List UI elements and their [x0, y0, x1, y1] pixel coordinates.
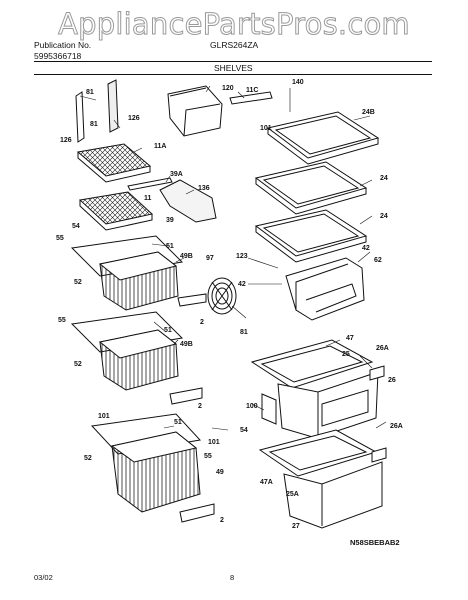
callout-42-b: 42: [238, 281, 246, 288]
callout-52-a: 52: [74, 279, 82, 286]
callout-52-c: 52: [84, 455, 92, 462]
callout-100: 100: [246, 403, 258, 410]
callout-25a: 25A: [286, 491, 299, 498]
callout-52-b: 52: [74, 361, 82, 368]
callout-55-a: 55: [56, 235, 64, 242]
callout-47a: 47A: [260, 479, 273, 486]
lower-drawer-27: [258, 429, 383, 529]
callout-62: 62: [374, 257, 382, 264]
publication-number: 5995366718: [34, 51, 82, 61]
callout-47: 47: [346, 335, 354, 342]
callout-26: 26: [388, 377, 396, 384]
callout-101-a: 101: [260, 125, 272, 132]
callout-101-c: 101: [208, 439, 220, 446]
callout-49: 49: [216, 469, 224, 476]
wire-shelf-11: [78, 191, 154, 231]
glass-shelf-24-upper: [254, 161, 368, 215]
callout-39a: 39A: [170, 171, 183, 178]
diagram-code: N58SBEBAB2: [350, 538, 400, 547]
callout-51-c: 51: [174, 419, 182, 426]
callout-42-a: 42: [362, 245, 370, 252]
fan-guard-97: [207, 277, 237, 315]
callout-140: 140: [292, 79, 304, 86]
callout-11: 11: [144, 195, 152, 202]
callout-54-a: 54: [72, 223, 80, 230]
publication-label: Publication No.: [34, 40, 92, 50]
callout-24-a: 24: [380, 175, 388, 182]
callout-51-b: 51: [164, 327, 172, 334]
callout-136: 136: [198, 185, 210, 192]
footer-page: 8: [230, 573, 235, 582]
bin-120: [167, 85, 223, 137]
wire-basket-49b-upper: [70, 235, 207, 311]
callout-39: 39: [166, 217, 174, 224]
callout-120: 120: [222, 85, 234, 92]
deli-drawer-47: [250, 339, 379, 439]
glass-shelf-24b: [266, 111, 380, 165]
section-title: SHELVES: [214, 63, 253, 73]
callout-55-b: 55: [58, 317, 66, 324]
callout-126-b: 126: [60, 137, 72, 144]
hinge-26a-lower: [371, 447, 387, 463]
header-rule-bottom: [34, 74, 432, 75]
hinge-26a-upper: [369, 365, 385, 381]
callout-126-a: 126: [128, 115, 140, 122]
part-136: [159, 179, 217, 223]
header-rule-top: [34, 61, 432, 62]
callout-25: 25: [342, 351, 350, 358]
crisper-drawer-62: [285, 257, 365, 321]
callout-11c: 11C: [246, 87, 258, 94]
callout-24b: 24B: [362, 109, 375, 116]
callout-81-a: 81: [86, 89, 94, 96]
callout-27: 27: [292, 523, 300, 530]
callout-2-a: 2: [200, 319, 204, 326]
callout-2-b: 2: [198, 403, 202, 410]
leader-lines: [79, 85, 387, 431]
glass-shelf-24-lower: [254, 209, 368, 263]
rail-11c: [229, 91, 273, 105]
callout-55-c: 55: [204, 453, 212, 460]
callout-24-b: 24: [380, 213, 388, 220]
callout-51-a: 51: [166, 243, 174, 250]
frame-100: [261, 393, 277, 425]
callout-49b-b: 49B: [180, 341, 193, 348]
callout-11a: 11A: [154, 143, 166, 150]
callout-49b-a: 49B: [180, 253, 193, 260]
wire-shelf-11a: [76, 143, 152, 183]
wire-basket-49b-lower: [70, 311, 203, 405]
trim-39a: [127, 177, 173, 191]
watermark: AppliancePartsPros.com: [58, 7, 411, 42]
callout-26a-b: 26A: [390, 423, 403, 430]
callout-54-b: 54: [240, 427, 248, 434]
footer-date: 03/02: [34, 573, 53, 582]
wire-basket-49: [90, 413, 215, 523]
callout-26a-a: 26A: [376, 345, 389, 352]
callout-81-b: 81: [90, 121, 98, 128]
callout-97: 97: [206, 255, 214, 262]
callout-123: 123: [236, 253, 248, 260]
callout-2-c: 2: [220, 517, 224, 524]
callout-81-c: 81: [240, 329, 248, 336]
bracket-126-upper: [75, 79, 119, 143]
callout-101-b: 101: [98, 413, 110, 420]
model-number: GLRS264ZA: [210, 40, 259, 50]
